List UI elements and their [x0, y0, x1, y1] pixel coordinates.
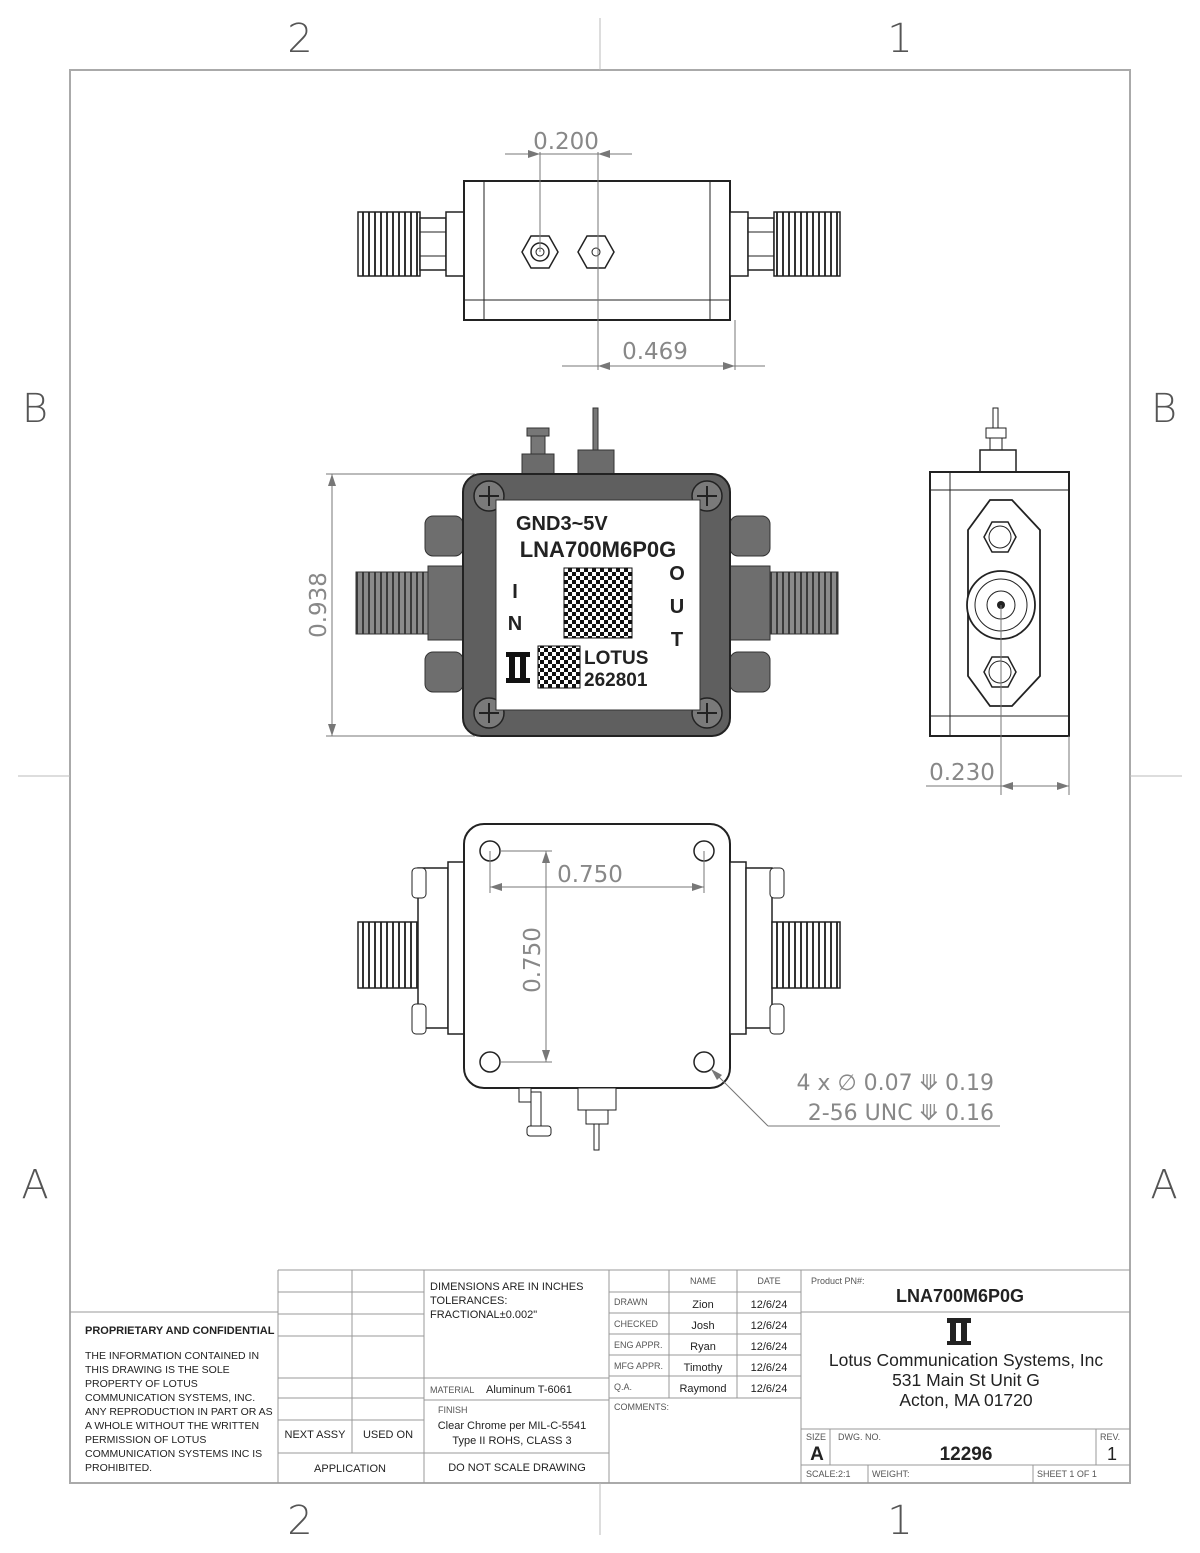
- label-in-n: N: [508, 613, 522, 635]
- proprietary-line: THE INFORMATION CONTAINED IN: [85, 1350, 259, 1362]
- front-view: [326, 407, 839, 737]
- proprietary-line: THIS DRAWING IS THE SOLE: [85, 1364, 230, 1376]
- product-pn-label: Product PN#:: [811, 1276, 865, 1286]
- do-not-scale: DO NOT SCALE DRAWING: [448, 1462, 586, 1474]
- finish-label: FINISH: [438, 1405, 468, 1415]
- approval-date: 12/6/24: [751, 1320, 788, 1332]
- comments-label: COMMENTS:: [614, 1402, 669, 1412]
- top-view: [357, 150, 841, 370]
- hole-callout-line2: 2-56 UNC ⟱ 0.16: [808, 1101, 994, 1126]
- approval-role: CHECKED: [614, 1319, 659, 1329]
- side-view: [926, 407, 1070, 795]
- zone-marker-bottom-2: 2: [287, 1498, 312, 1544]
- application-label: APPLICATION: [314, 1463, 386, 1475]
- scale-label: SCALE:2:1: [806, 1469, 851, 1479]
- finish-line: Type II ROHS, CLASS 3: [452, 1435, 571, 1447]
- next-assy-label: NEXT ASSY: [285, 1429, 347, 1441]
- company-name: Lotus Communication Systems, Inc: [829, 1350, 1104, 1370]
- approval-role: DRAWN: [614, 1297, 648, 1307]
- dim-bottom-hole-x: 0.750: [557, 862, 623, 888]
- label-out-o: O: [669, 563, 685, 585]
- approval-role: MFG APPR.: [614, 1361, 663, 1371]
- zone-marker-top-2: 2: [287, 16, 312, 62]
- zone-marker-left-b: B: [22, 386, 48, 432]
- tolerance-line: DIMENSIONS ARE IN INCHES: [430, 1281, 583, 1293]
- label-brand: LOTUS: [584, 648, 648, 669]
- rev-value: 1: [1107, 1444, 1117, 1464]
- dim-front-height: 0.938: [306, 572, 332, 638]
- zone-marker-bottom-1: 1: [887, 1498, 912, 1544]
- weight-label: WEIGHT:: [872, 1469, 910, 1479]
- company-address-2: Acton, MA 01720: [899, 1390, 1033, 1410]
- material-value: Aluminum T-6061: [486, 1384, 572, 1396]
- approval-name: Ryan: [690, 1341, 716, 1353]
- approval-role: ENG APPR.: [614, 1340, 663, 1350]
- approval-date: 12/6/24: [751, 1383, 788, 1395]
- dwg-no-value: 12296: [940, 1444, 993, 1465]
- dim-side-depth: 0.230: [929, 760, 995, 786]
- rev-label: REV.: [1100, 1432, 1120, 1442]
- label-part-number: LNA700M6P0G: [520, 537, 677, 562]
- label-in-i: I: [512, 581, 518, 603]
- title-block: [70, 1269, 1130, 1483]
- company-address-1: 531 Main St Unit G: [892, 1370, 1040, 1390]
- finish-line: Clear Chrome per MIL-C-5541: [438, 1420, 587, 1432]
- proprietary-line: ANY REPRODUCTION IN PART OR AS: [85, 1406, 273, 1418]
- tolerance-line: FRACTIONAL±0.002": [430, 1309, 537, 1321]
- proprietary-line: PROHIBITED.: [85, 1462, 152, 1474]
- zone-marker-right-a: A: [1150, 1162, 1177, 1208]
- label-serial: 262801: [584, 670, 648, 691]
- proprietary-line: COMMUNICATION SYSTEMS, INC.: [85, 1392, 255, 1404]
- approval-role: Q.A.: [614, 1382, 632, 1392]
- mounting-hole: [693, 1051, 715, 1073]
- hole-callout-line1: 4 x ∅ 0.07 ⟱ 0.19: [796, 1071, 994, 1096]
- material-label: MATERIAL: [430, 1385, 474, 1395]
- tolerance-line: TOLERANCES:: [430, 1295, 507, 1307]
- zone-marker-top-1: 1: [887, 16, 912, 62]
- approval-name: Zion: [692, 1299, 713, 1311]
- approval-name: Josh: [691, 1320, 714, 1332]
- label-out-t: T: [671, 629, 683, 651]
- label-power: GND3~5V: [516, 513, 608, 535]
- company-logo-icon: [947, 1318, 971, 1345]
- proprietary-line: PROPERTY OF LOTUS: [85, 1378, 198, 1390]
- approval-name: Raymond: [679, 1383, 726, 1395]
- approvals-date-header: DATE: [757, 1276, 780, 1286]
- dwg-no-label: DWG. NO.: [838, 1432, 881, 1442]
- proprietary-line: COMMUNICATION SYSTEMS INC IS: [85, 1448, 262, 1460]
- approval-name: Timothy: [684, 1362, 723, 1374]
- label-out-u: U: [670, 596, 684, 618]
- dim-top-offset: 0.469: [622, 339, 688, 365]
- proprietary-heading: PROPRIETARY AND CONFIDENTIAL: [85, 1325, 275, 1337]
- zone-marker-right-b: B: [1151, 386, 1177, 432]
- zone-marker-left-a: A: [21, 1162, 48, 1208]
- mounting-hole: [479, 1051, 501, 1073]
- approval-date: 12/6/24: [751, 1341, 788, 1353]
- proprietary-line: A WHOLE WITHOUT THE WRITTEN: [85, 1420, 259, 1432]
- dim-bottom-hole-y: 0.750: [520, 927, 546, 993]
- bottom-view: [357, 823, 1000, 1151]
- size-label: SIZE: [806, 1432, 826, 1442]
- size-value: A: [810, 1444, 824, 1465]
- used-on-label: USED ON: [363, 1429, 413, 1441]
- approvals-name-header: NAME: [690, 1276, 716, 1286]
- lotus-logo-icon: [506, 652, 530, 683]
- sheet-label: SHEET 1 OF 1: [1037, 1469, 1097, 1479]
- dim-top-spacing: 0.200: [533, 129, 599, 155]
- proprietary-line: PERMISSION OF LOTUS: [85, 1434, 206, 1446]
- approval-date: 12/6/24: [751, 1362, 788, 1374]
- product-pn: LNA700M6P0G: [896, 1286, 1024, 1306]
- approval-date: 12/6/24: [751, 1299, 788, 1311]
